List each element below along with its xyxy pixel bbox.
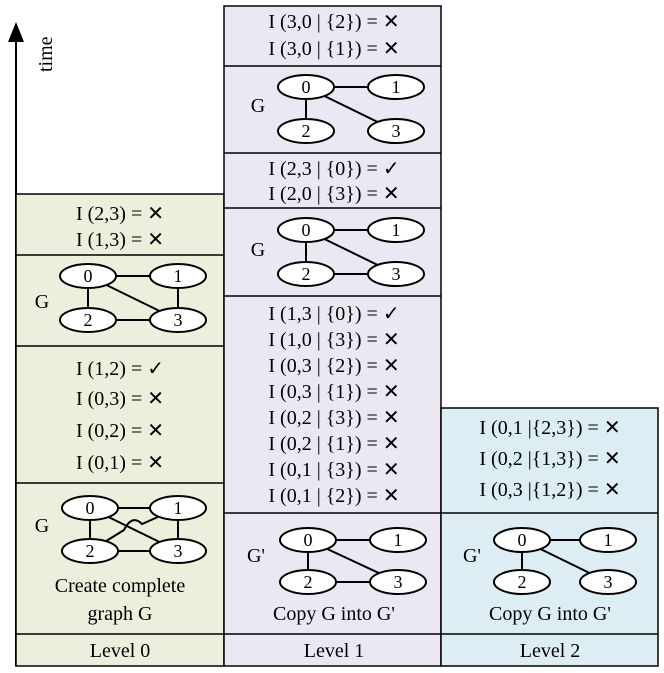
level-2-test: I (0,3 |{1,2}) = ✕	[479, 479, 620, 501]
graph-node-label: 2	[302, 264, 311, 284]
level-1-test: I (0,1 | {3}) = ✕	[268, 459, 399, 481]
graph-node	[279, 569, 337, 595]
graph-node	[149, 263, 207, 289]
graph-name-label: G	[251, 95, 265, 117]
graph-node	[367, 74, 425, 100]
level-2-caption: Copy G into G'	[489, 603, 611, 625]
graph-node-label: 3	[174, 541, 183, 561]
graph-node	[61, 538, 119, 564]
level-0-test: I (0,2) = ✕	[76, 420, 164, 442]
graph-node	[149, 307, 207, 333]
level-2-copied-graph: G' 0 1 2 3 Copy G into G'	[463, 527, 637, 625]
graph-node-label: 1	[174, 498, 183, 518]
graph-node-label: 3	[394, 572, 403, 592]
level-1-test: I (2,3 | {0}) = ✓	[268, 158, 399, 180]
graph-node-label: 2	[302, 121, 311, 141]
level-1-background	[223, 5, 442, 667]
level-0-column: I (2,3) = ✕ I (1,3) = ✕ G 0 1 2 3 I (1,2…	[15, 193, 225, 667]
graph-node	[579, 527, 637, 553]
graph-node-label: 0	[86, 498, 95, 518]
graph-node	[493, 569, 551, 595]
time-axis-arrowhead	[8, 22, 24, 42]
graph-node-label: 1	[392, 220, 401, 240]
level-2-label: Level 2	[520, 640, 581, 662]
level-1-caption: Copy G into G'	[273, 603, 395, 625]
graph-node	[493, 527, 551, 553]
level-0-complete-graph: G 0 1 2 3 Create complete graph G	[35, 495, 207, 625]
graph-name-label: G	[35, 291, 49, 313]
level-0-caption: graph G	[88, 603, 153, 625]
graph-node	[149, 495, 207, 521]
graph-node	[277, 261, 335, 287]
level-0-label: Level 0	[90, 640, 151, 662]
graph-node	[367, 118, 425, 144]
level-1-lower-graph: G 0 1 2 3	[251, 217, 425, 287]
graph-node-label: 3	[392, 121, 401, 141]
level-1-test: I (2,0 | {3}) = ✕	[268, 183, 399, 205]
level-1-test: I (0,2 | {1}) = ✕	[268, 433, 399, 455]
graph-node	[277, 74, 335, 100]
graph-node	[367, 261, 425, 287]
graph-node-label: 0	[304, 530, 313, 550]
level-0-caption: Create complete	[55, 575, 186, 597]
level-0-top-test: I (1,3) = ✕	[76, 229, 164, 251]
level-1-test: I (0,3 | {2}) = ✕	[268, 355, 399, 377]
level-1-test: I (0,3 | {1}) = ✕	[268, 381, 399, 403]
level-1-test: I (1,0 | {3}) = ✕	[268, 329, 399, 351]
level-1-copied-graph: G' 0 1 2 3 Copy G into G'	[247, 527, 427, 625]
level-0-test: I (1,2) = ✓	[76, 358, 164, 380]
graph-node-label: 3	[604, 572, 613, 592]
graph-node-label: 1	[394, 530, 403, 550]
level-2-column: I (0,1 |{2,3}) = ✕ I (0,2 |{1,3}) = ✕ I …	[440, 407, 659, 667]
graph-node-label: 1	[392, 77, 401, 97]
level-0-top-test: I (2,3) = ✕	[76, 203, 164, 225]
graph-node	[367, 217, 425, 243]
level-0-test: I (0,1) = ✕	[76, 452, 164, 474]
time-axis-label: time	[35, 36, 57, 72]
graph-node	[279, 527, 337, 553]
graph-node-label: 0	[302, 77, 311, 97]
graph-node	[59, 307, 117, 333]
graph-edge	[89, 507, 179, 552]
graph-node-label: 0	[84, 266, 93, 286]
graph-name-label: G	[35, 515, 49, 537]
level-1-upper-graph: G 0 1 2 3	[251, 74, 425, 144]
graph-node-label: 2	[304, 572, 313, 592]
level-1-top-test: I (3,0 | {1}) = ✕	[268, 38, 399, 60]
graph-node	[369, 527, 427, 553]
graph-node	[579, 569, 637, 595]
graph-node	[149, 538, 207, 564]
level-1-top-test: I (3,0 | {2}) = ✕	[268, 11, 399, 33]
level-2-test: I (0,1 |{2,3}) = ✕	[479, 417, 620, 439]
level-0-mid-graph: G 0 1 2 3	[35, 263, 207, 333]
graph-node	[59, 263, 117, 289]
graph-node-label: 2	[86, 541, 95, 561]
level-1-column: I (3,0 | {2}) = ✕ I (3,0 | {1}) = ✕ G 0 …	[223, 5, 442, 667]
graph-node-label: 2	[84, 310, 93, 330]
graph-node	[369, 569, 427, 595]
level-1-test: I (0,2 | {3}) = ✕	[268, 407, 399, 429]
graph-name-label: G'	[247, 545, 265, 567]
graph-node-label: 0	[302, 220, 311, 240]
level-1-test: I (0,1 | {2}) = ✕	[268, 485, 399, 507]
graph-name-label: G'	[463, 545, 481, 567]
graph-node-label: 1	[174, 266, 183, 286]
graph-node-label: 3	[174, 310, 183, 330]
graph-node-label: 2	[518, 572, 527, 592]
level-0-test: I (0,3) = ✕	[76, 388, 164, 410]
graph-node-label: 3	[392, 264, 401, 284]
graph-name-label: G	[251, 239, 265, 261]
graph-node	[277, 118, 335, 144]
graph-node-label: 1	[604, 530, 613, 550]
level-2-test: I (0,2 |{1,3}) = ✕	[479, 448, 620, 470]
graph-node	[277, 217, 335, 243]
graph-node	[61, 495, 119, 521]
level-1-label: Level 1	[304, 640, 365, 662]
level-1-test: I (1,3 | {0}) = ✓	[268, 303, 399, 325]
graph-node-label: 0	[518, 530, 527, 550]
